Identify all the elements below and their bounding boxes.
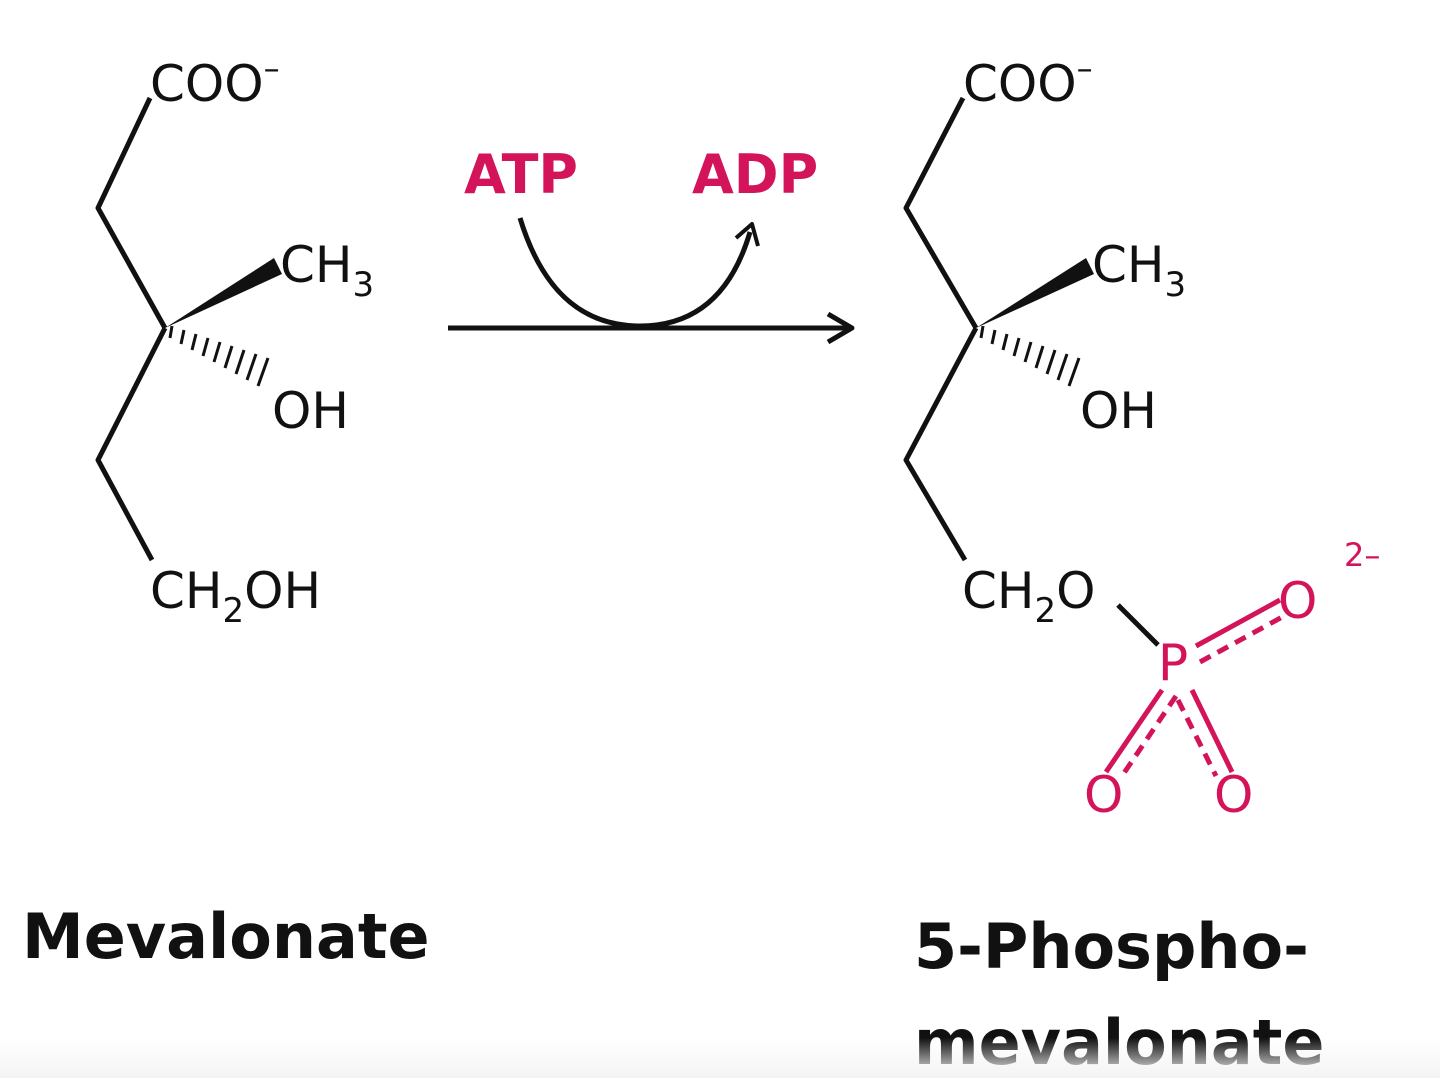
p-o-bottom-right-solid [1189,688,1235,774]
cofactor-arrow-head [734,222,760,247]
phosphate-charge: 2– [1344,536,1380,574]
ester-o-p-bond [1116,603,1160,647]
product-wedge-bond [976,258,1094,328]
p-o-bottom-left-solid [1103,688,1165,774]
product-backbone-bottom [903,326,979,562]
cofactor-atp: ATP [464,143,578,206]
p-o-right-solid [1194,597,1282,649]
product-hydroxyl: OH [1080,382,1157,440]
substrate-name: Mevalonate [22,900,430,973]
product-carboxylate: COO– [963,49,1093,113]
product-structure: COO– CH3 OH CH2O P O O O 2– [903,49,1380,824]
bottom-fade [0,1038,1440,1078]
substrate-hydroxymethyl: CH2OH [150,562,321,631]
product-ester-group: CH2O [962,562,1096,631]
p-o-bottom-left-dashed [1119,694,1179,778]
reaction-arrow-head [826,311,855,345]
phosphate-oxygen-bottom-left: O [1084,766,1123,824]
product-hashed-bond [979,325,1081,387]
cofactor-curved-arrow [517,217,753,329]
product-backbone-top [903,96,979,330]
substrate-backbone-bottom [95,326,168,562]
cofactor-adp: ADP [692,143,818,206]
substrate-hashed-bond [168,325,270,387]
reaction-arrow: ATP ADP [448,143,855,345]
substrate-structure: COO– CH3 OH CH2OH [95,49,374,631]
phosphate-oxygen-right: O [1278,572,1317,630]
substrate-hydroxyl: OH [272,382,349,440]
p-o-right-dashed [1198,613,1286,665]
substrate-wedge-bond [165,258,282,328]
p-o-bottom-right-dashed [1175,698,1219,778]
substrate-backbone-top [95,96,168,330]
phosphate-phosphorus: P [1158,634,1188,692]
phosphate-oxygen-bottom-right: O [1214,766,1253,824]
substrate-carboxylate: COO– [150,49,280,113]
substrate-methyl: CH3 [280,236,374,305]
product-methyl: CH3 [1092,236,1186,305]
phosphate-group: P O O O 2– [1084,536,1380,824]
product-name-line1: 5-Phospho- [914,910,1309,983]
